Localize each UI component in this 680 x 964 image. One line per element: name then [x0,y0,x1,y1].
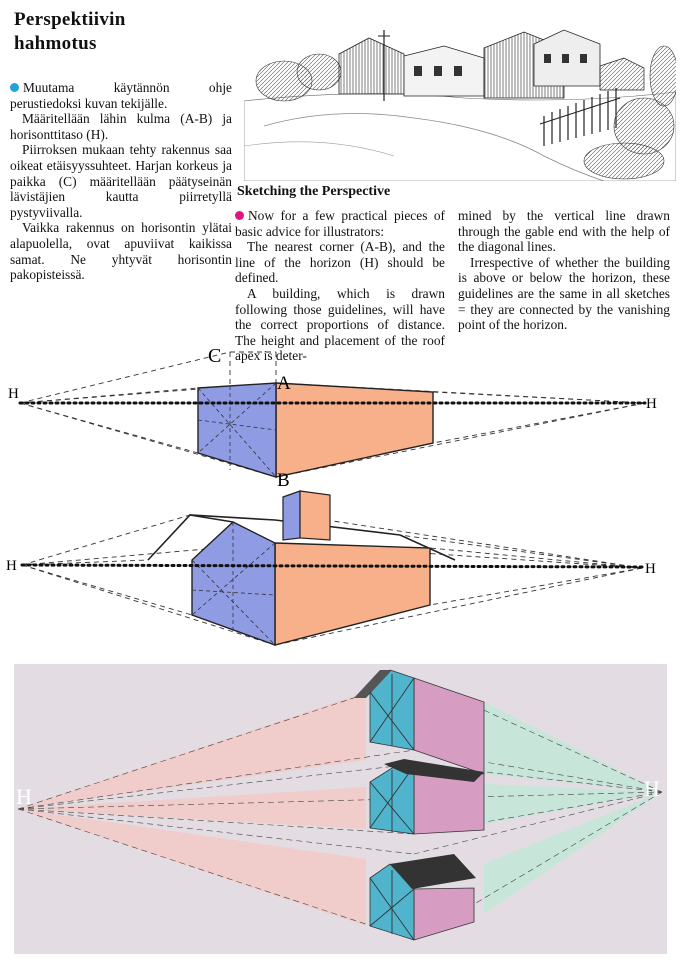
horizon-label-left: H [16,784,32,809]
gable-diagonals [197,382,277,478]
finnish-text-column: Muutama käytännön ohje perustiedoksi kuv… [10,80,232,283]
horizon-label-right: H [644,776,660,801]
horizon-label-right: H [646,396,657,412]
top-house-roof-edge [354,670,392,698]
chimney-front [282,490,301,541]
gable-wall-face [197,382,277,478]
gable-diagonals [191,522,276,646]
blue-bullet-icon [10,83,19,93]
fi-paragraph-3: Piirroksen mukaan tehty rakennus saa oik… [10,142,232,220]
fi-paragraph-2: Määritellään lähin kulma (A-B) ja horiso… [10,111,232,142]
title-line-2: hahmotus [14,33,97,54]
label-a: A [277,373,291,394]
roof-outline [147,514,456,561]
english-text-column-2: mined by the vertical line drawn through… [458,208,670,333]
article-title-fi: Perspektiivin hahmotus [14,8,126,56]
label-c: C [208,345,221,367]
middle-house-roof [384,759,484,782]
fi-paragraph-4: Vaikka rakennus on horisontin ylätai ala… [10,220,232,283]
en-paragraph-1: Now for a few practical pieces of basic … [235,208,445,239]
chimney-side [299,490,331,541]
label-b: B [277,470,290,490]
horizon-label-left: H [6,558,17,574]
en-paragraph-5: Irrespective of whether the building is … [458,254,670,333]
horizon-label-right: H [645,561,656,577]
side-wall-face [274,542,431,646]
en-paragraph-2: The nearest corner (A-B), and the line o… [235,239,445,286]
pink-bullet-icon [235,211,244,221]
horizon-label-left: H [8,386,19,402]
village-illustration [244,6,676,181]
en-paragraph-4: mined by the vertical line drawn through… [458,208,670,255]
bottom-house-roof [390,854,476,889]
english-title: Sketching the Perspective [237,184,391,199]
horizon-line [20,563,644,569]
perspective-diagram-2: H H [6,490,656,646]
painted-perspective-illustration: H H [14,664,667,954]
side-wall-face [275,382,434,478]
perspective-diagram-1: H H C A B [8,345,657,490]
title-line-1: Perspektiivin [14,9,126,30]
gable-wall-face [191,521,276,646]
fi-paragraph-1: Muutama käytännön ohje perustiedoksi kuv… [10,80,232,111]
